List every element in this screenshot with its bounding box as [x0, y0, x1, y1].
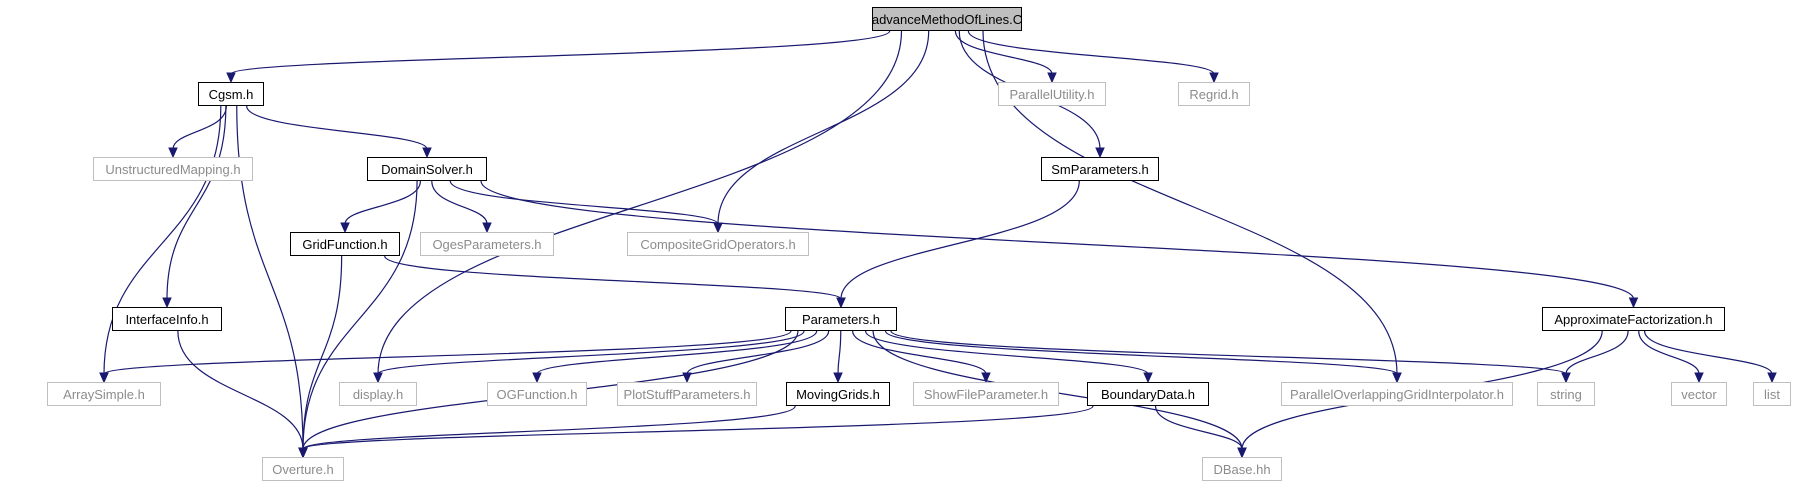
node-unstructured-mapping-h: UnstructuredMapping.h	[93, 157, 253, 181]
arrowhead-root-to-cgsm	[226, 72, 236, 84]
edge-cgsm-to-arraysimple	[103, 105, 222, 375]
arrowhead-params-to-moving	[833, 372, 843, 384]
arrowhead-cgsm-to-iface	[162, 297, 172, 309]
node-show-file-parameter-h: ShowFileParameter.h	[913, 382, 1059, 406]
edge-params-to-bdata	[864, 330, 1149, 375]
edge-gridfn-to-params	[384, 255, 842, 300]
arrowhead-params-to-arraysimple	[99, 372, 109, 384]
node-advance-method-of-lines-c[interactable]: advanceMethodOfLines.C	[872, 7, 1022, 31]
node-parallel-utility-h: ParallelUtility.h	[998, 82, 1106, 106]
arrowhead-approx-to-string	[1561, 372, 1571, 384]
node-domain-solver-h[interactable]: DomainSolver.h	[367, 157, 487, 181]
edge-domain-to-cgo	[449, 180, 719, 225]
node-parameters-h[interactable]: Parameters.h	[785, 307, 897, 331]
node-approximate-factorization-h[interactable]: ApproximateFactorization.h	[1542, 307, 1725, 331]
node-list: list	[1753, 382, 1791, 406]
edge-cgsm-to-domain	[246, 105, 428, 150]
edge-params-to-showfile	[852, 330, 987, 375]
arrowhead-params-to-showfile	[981, 372, 991, 384]
arrowhead-gridfn-to-params	[836, 297, 846, 309]
edge-domain-to-overture	[302, 180, 418, 450]
edge-params-to-moving	[837, 330, 842, 375]
edge-bdata-to-dbase	[1154, 405, 1243, 450]
edge-root-to-display	[377, 30, 903, 375]
node-interface-info-h[interactable]: InterfaceInfo.h	[112, 307, 222, 331]
arrowhead-domain-to-approx	[1628, 297, 1639, 309]
node-display-h: display.h	[339, 382, 417, 406]
arrowhead-bdata-to-dbase	[1237, 447, 1247, 459]
edge-approx-to-list	[1643, 330, 1773, 375]
arrowhead-root-to-smparams	[1095, 147, 1105, 159]
node-dbase-hh: DBase.hh	[1202, 457, 1282, 481]
edge-params-to-string	[890, 330, 1567, 375]
edge-root-to-cgo	[717, 30, 930, 225]
node-parallel-overlapping-grid-interpolator-h: ParallelOverlappingGridInterpolator.h	[1281, 382, 1513, 406]
edge-gridfn-to-overture	[302, 255, 343, 450]
arrowhead-root-to-regrid	[1209, 72, 1219, 84]
arrowhead-approx-to-list	[1767, 372, 1777, 384]
arrowhead-cgsm-to-unstruct	[168, 147, 178, 159]
node-composite-grid-operators-h: CompositeGridOperators.h	[627, 232, 809, 256]
edge-root-to-regrid	[967, 30, 1215, 75]
edge-approx-to-string	[1565, 330, 1629, 375]
arrowhead-params-to-display	[373, 372, 383, 384]
edge-iface-to-overture	[177, 330, 304, 450]
edge-bdata-to-overture	[302, 405, 1094, 450]
arrowhead-root-to-parutil	[1047, 72, 1057, 84]
node-vector: vector	[1671, 382, 1727, 406]
arrowhead-cgsm-to-domain	[422, 147, 432, 159]
node-array-simple-h: ArraySimple.h	[47, 382, 161, 406]
edge-root-to-cgsm	[230, 30, 891, 75]
edge-cgsm-to-iface	[166, 105, 227, 300]
node-sm-parameters-h[interactable]: SmParameters.h	[1041, 157, 1159, 181]
arrowhead-params-to-bdata	[1143, 372, 1153, 384]
node-grid-function-h[interactable]: GridFunction.h	[290, 232, 400, 256]
edge-smparams-to-params	[840, 180, 1080, 300]
node-moving-grids-h[interactable]: MovingGrids.h	[786, 382, 890, 406]
arrowhead-bdata-to-overture	[298, 447, 308, 459]
edge-params-to-ogfunc	[536, 330, 818, 375]
arrowhead-domain-to-cgo	[713, 222, 723, 234]
node-plot-stuff-parameters-h: PlotStuffParameters.h	[617, 382, 757, 406]
node-overture-h: Overture.h	[262, 457, 344, 481]
arrowhead-approx-to-vector	[1694, 372, 1704, 384]
edge-domain-to-ogesparams	[431, 180, 488, 225]
edge-params-to-arraysimple	[103, 330, 792, 375]
node-cgsm-h[interactable]: Cgsm.h	[198, 82, 264, 106]
edge-params-to-plotstuff	[686, 330, 830, 375]
node-og-function-h: OGFunction.h	[487, 382, 587, 406]
edge-root-to-parutil	[954, 30, 1053, 75]
edge-params-to-display	[377, 330, 805, 375]
edge-cgsm-to-unstruct	[172, 105, 227, 150]
edge-approx-to-vector	[1638, 330, 1700, 375]
node-string: string	[1537, 382, 1595, 406]
arrowhead-domain-to-ogesparams	[482, 222, 492, 234]
edge-domain-to-approx	[480, 180, 1635, 300]
edge-moving-to-overture	[302, 405, 796, 450]
arrowhead-domain-to-gridfn	[340, 222, 350, 234]
node-regrid-h: Regrid.h	[1178, 82, 1250, 106]
edge-domain-to-gridfn	[344, 180, 422, 225]
node-boundary-data-h[interactable]: BoundaryData.h	[1087, 382, 1209, 406]
edge-params-to-pogi	[884, 330, 1398, 375]
node-oges-parameters-h: OgesParameters.h	[420, 232, 554, 256]
arrowhead-params-to-ogfunc	[532, 372, 542, 384]
arrowhead-params-to-pogi	[1392, 372, 1402, 384]
